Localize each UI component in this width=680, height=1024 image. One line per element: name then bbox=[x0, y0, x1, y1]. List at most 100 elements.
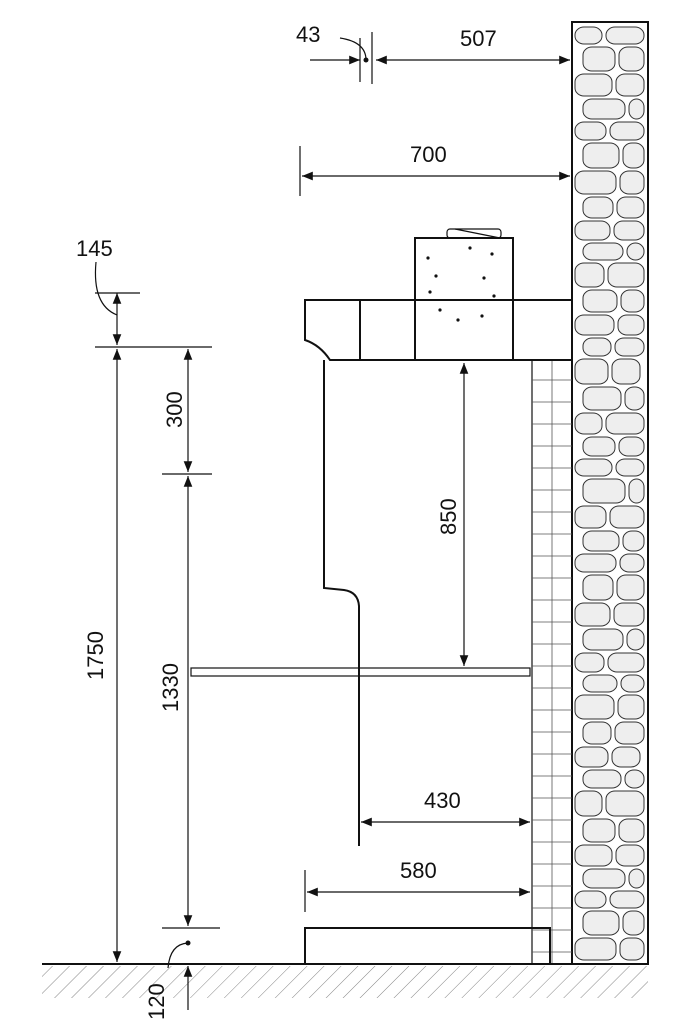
stone bbox=[582, 628, 624, 651]
stone bbox=[574, 790, 603, 817]
dim-300-label: 300 bbox=[162, 391, 187, 428]
vent-dot bbox=[438, 308, 442, 312]
dimension-120: 120 bbox=[144, 940, 193, 1020]
dimension-850: 850 bbox=[436, 363, 469, 666]
dim-580-label: 580 bbox=[400, 858, 437, 883]
stone bbox=[619, 937, 645, 961]
stone bbox=[574, 890, 607, 909]
stone bbox=[620, 289, 645, 313]
dimension-top: 43 507 bbox=[296, 22, 570, 84]
vent-dot bbox=[434, 274, 438, 278]
dim-43-label: 43 bbox=[296, 22, 320, 47]
stone bbox=[628, 478, 645, 504]
stone bbox=[628, 98, 645, 120]
stone bbox=[611, 746, 641, 768]
stone bbox=[619, 170, 645, 195]
stone bbox=[619, 553, 645, 573]
stone bbox=[574, 602, 611, 627]
stone bbox=[615, 844, 645, 867]
dimension-1750: 1750 bbox=[83, 349, 122, 962]
stone bbox=[609, 505, 645, 529]
dimension-145: 145 bbox=[76, 236, 212, 348]
stone bbox=[618, 436, 645, 457]
stone bbox=[605, 790, 645, 817]
stone bbox=[614, 721, 645, 745]
stone bbox=[582, 674, 618, 693]
stone bbox=[582, 769, 622, 789]
stone bbox=[611, 358, 641, 385]
stone bbox=[624, 386, 645, 411]
chimney-box bbox=[414, 228, 514, 361]
stone bbox=[615, 458, 645, 477]
stone bbox=[622, 142, 645, 169]
dim-850-label: 850 bbox=[436, 498, 461, 535]
stone bbox=[617, 694, 645, 720]
stone bbox=[618, 46, 645, 72]
vent-dot bbox=[480, 314, 484, 318]
stone bbox=[582, 436, 616, 457]
stone bbox=[626, 242, 645, 261]
stone bbox=[609, 890, 645, 909]
stone bbox=[620, 674, 645, 693]
stone bbox=[613, 220, 645, 241]
stone bbox=[574, 314, 615, 336]
stone bbox=[615, 73, 645, 97]
stone bbox=[574, 262, 605, 288]
stone bbox=[574, 937, 617, 961]
stone bbox=[574, 170, 617, 195]
fireplace-opening-outline bbox=[323, 360, 360, 846]
stone bbox=[607, 652, 645, 673]
stone bbox=[574, 844, 613, 867]
stone-wall bbox=[571, 21, 649, 965]
stone bbox=[628, 868, 645, 889]
mantel-shelf bbox=[304, 299, 573, 361]
stone bbox=[582, 386, 622, 411]
tile-column bbox=[531, 359, 573, 965]
dim-507-label: 507 bbox=[460, 26, 497, 51]
stone bbox=[574, 220, 611, 241]
dim-700-label: 700 bbox=[410, 142, 447, 167]
dimension-580: 580 bbox=[304, 858, 530, 912]
dim-1750-label: 1750 bbox=[83, 631, 108, 680]
stone bbox=[605, 412, 645, 435]
hearth-slab bbox=[304, 927, 551, 965]
dimension-700: 700 bbox=[299, 142, 570, 196]
stone bbox=[622, 530, 645, 552]
stone bbox=[616, 196, 645, 219]
dimension-1330: 1330 bbox=[158, 476, 220, 929]
stone bbox=[574, 358, 609, 385]
stone bbox=[574, 694, 615, 720]
stone bbox=[574, 73, 613, 97]
tile-grid bbox=[532, 360, 572, 964]
stone bbox=[617, 314, 645, 336]
stone bbox=[622, 910, 645, 936]
stone bbox=[614, 337, 645, 357]
stone bbox=[626, 628, 645, 651]
stone bbox=[574, 505, 607, 529]
stone bbox=[582, 910, 620, 936]
stone bbox=[607, 262, 645, 288]
vent-dot bbox=[426, 256, 430, 260]
stone bbox=[624, 769, 645, 789]
stone bbox=[574, 121, 607, 141]
stone bbox=[582, 142, 620, 169]
vent-dot bbox=[492, 294, 496, 298]
stone bbox=[613, 602, 645, 627]
dimension-430: 430 bbox=[361, 788, 530, 827]
dim-120-label: 120 bbox=[144, 983, 169, 1020]
grate-bar bbox=[190, 667, 531, 677]
stone bbox=[582, 46, 616, 72]
dim-145-label: 145 bbox=[76, 236, 113, 261]
stone bbox=[609, 121, 645, 141]
vent-dot bbox=[490, 252, 494, 256]
stone bbox=[582, 337, 612, 357]
stone bbox=[582, 289, 618, 313]
stone bbox=[574, 746, 609, 768]
vent-dot bbox=[482, 276, 486, 280]
stone bbox=[582, 242, 624, 261]
wall-stones bbox=[574, 26, 645, 961]
stone bbox=[574, 652, 605, 673]
ground-hatch bbox=[42, 966, 648, 998]
dim-1330-label: 1330 bbox=[158, 663, 183, 712]
